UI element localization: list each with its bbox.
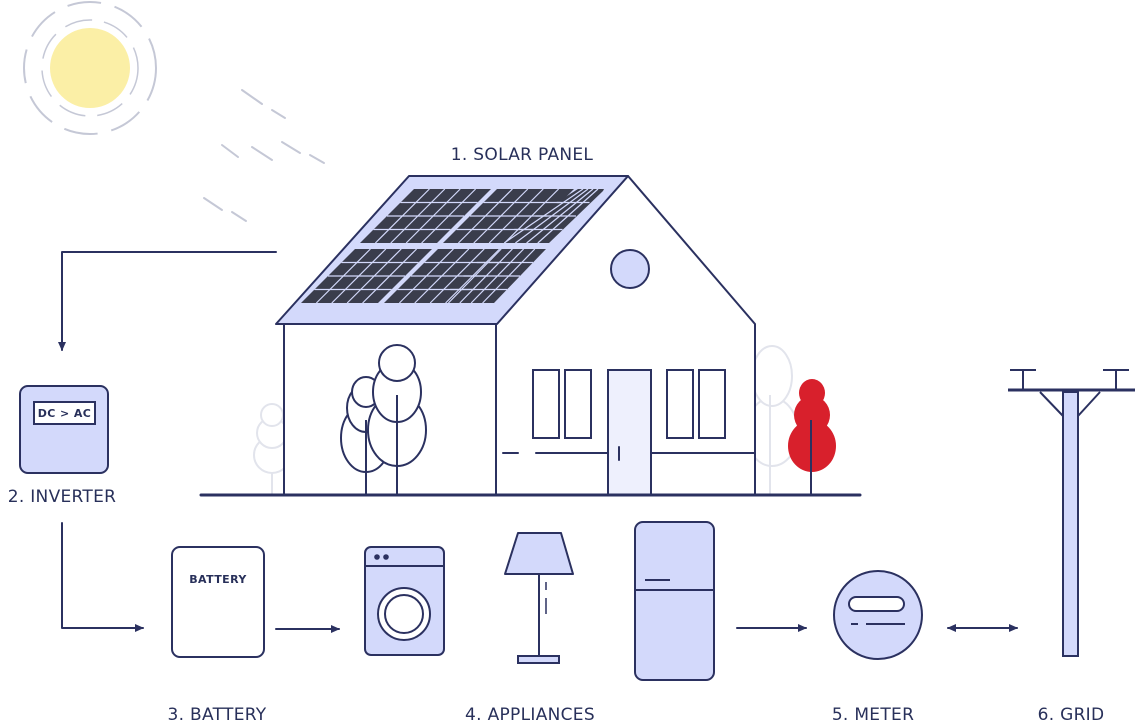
battery-text: BATTERY	[189, 573, 247, 586]
door	[607, 369, 652, 496]
solar-panel-icon	[301, 188, 604, 304]
sun-rays	[203, 89, 325, 222]
arrow-panel-to-inverter	[58, 251, 277, 351]
window	[564, 369, 592, 439]
power-pole-icon	[1008, 369, 1135, 657]
window	[532, 369, 560, 439]
tree-red	[788, 379, 836, 495]
inverter-icon	[19, 385, 109, 474]
window	[666, 369, 694, 439]
label-inverter: 2. INVERTER	[8, 487, 117, 507]
fridge-icon	[634, 521, 715, 681]
label-battery: 3. BATTERY	[168, 705, 267, 725]
meter-icon	[833, 570, 923, 660]
lamp-icon	[504, 532, 574, 664]
battery-icon	[171, 546, 265, 658]
washing-machine-icon	[364, 546, 445, 656]
arrow-inverter-to-battery	[61, 522, 144, 632]
tree-tall-left	[367, 344, 427, 495]
round-window	[610, 249, 650, 289]
sun-icon	[23, 1, 157, 135]
label-meter: 5. METER	[832, 705, 914, 725]
inverter-text: DC > AC	[38, 407, 91, 420]
window	[698, 369, 726, 439]
label-appliances: 4. APPLIANCES	[465, 705, 595, 725]
label-grid: 6. GRID	[1038, 705, 1105, 725]
label-solar-panel: 1. SOLAR PANEL	[451, 145, 594, 165]
